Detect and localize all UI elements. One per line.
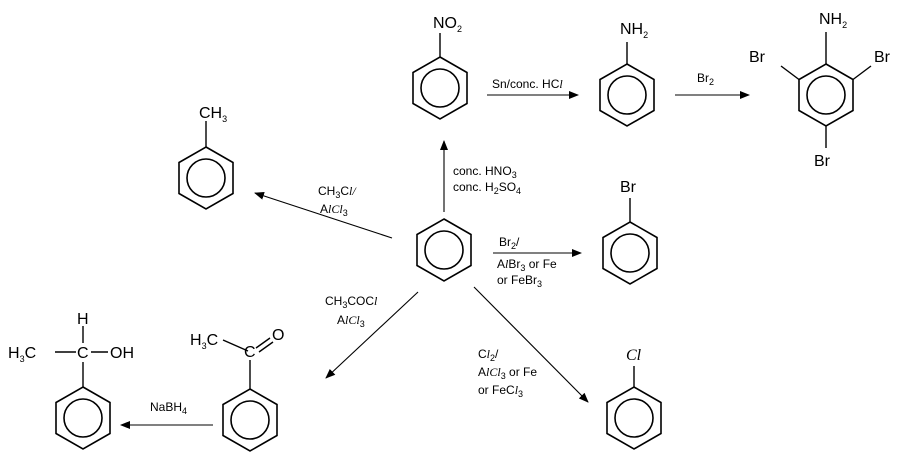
nitrobenzene: NO2 (412, 15, 468, 120)
reagent-chlorination-line2: AlCl3 or Fe (478, 365, 537, 381)
reagent-reduction: Sn/conc. HCl (492, 77, 563, 91)
tribromoaniline: NH2 Br Br Br (749, 11, 891, 170)
acetophenone: H3C C O (190, 327, 284, 452)
phenylethanol: H H3C C OH (8, 311, 134, 450)
amino-label: NH2 (819, 11, 847, 30)
oxygen-label: O (272, 327, 284, 344)
bromo-label-left: Br (749, 49, 766, 66)
benzene (416, 218, 472, 282)
arrow-to-chlorobenzene (473, 286, 589, 403)
methyl-label: H3C (190, 332, 218, 351)
toluene: CH3 (178, 105, 234, 210)
reagent-acylation-line2: AlCl3 (337, 313, 365, 329)
reagent-methylation-line2: AlCl3 (320, 202, 348, 218)
carbinol-carbon-label: C (77, 345, 89, 362)
bromo-label: Br (620, 179, 637, 196)
hydroxyl-label: OH (110, 345, 134, 362)
reagent-acylation-line1: CH3COCl (325, 294, 378, 310)
reagent-bromination-aniline: Br2 (697, 71, 714, 87)
methyl-label: CH3 (199, 105, 227, 124)
reagent-bromination-line3: or FeBr3 (497, 273, 542, 289)
arrow-to-acetophenone (325, 291, 419, 379)
bromobenzene: Br (602, 179, 658, 285)
hydrogen-label: H (77, 311, 89, 328)
reagent-chlorination-line1: Cl2/ (478, 347, 499, 363)
chloro-label: Cl (626, 347, 642, 364)
reagent-chlorination-line3: or FeCl3 (478, 383, 523, 399)
aniline: NH2 (599, 21, 655, 127)
chlorobenzene: Cl (606, 347, 662, 450)
arrow-to-toluene (254, 192, 393, 239)
nitro-label: NO2 (433, 15, 462, 34)
methyl-label: H3C (8, 345, 36, 364)
bromo-label-right: Br (874, 49, 891, 66)
bromo-label-bottom: Br (814, 153, 831, 170)
amino-label: NH2 (620, 21, 648, 40)
carbonyl-carbon-label: C (244, 344, 256, 361)
reagent-bromination-line1: Br2/ (499, 235, 520, 251)
reagent-bromination-line2: AlBr3 or Fe (497, 257, 557, 273)
reagent-nitration-line2: conc. H2SO4 (453, 180, 521, 196)
reagent-reduction-ketone: NaBH4 (150, 400, 187, 416)
reagent-methylation-line1: CH3Cl/ (318, 184, 357, 200)
reagent-nitration-line1: conc. HNO3 (453, 164, 517, 180)
